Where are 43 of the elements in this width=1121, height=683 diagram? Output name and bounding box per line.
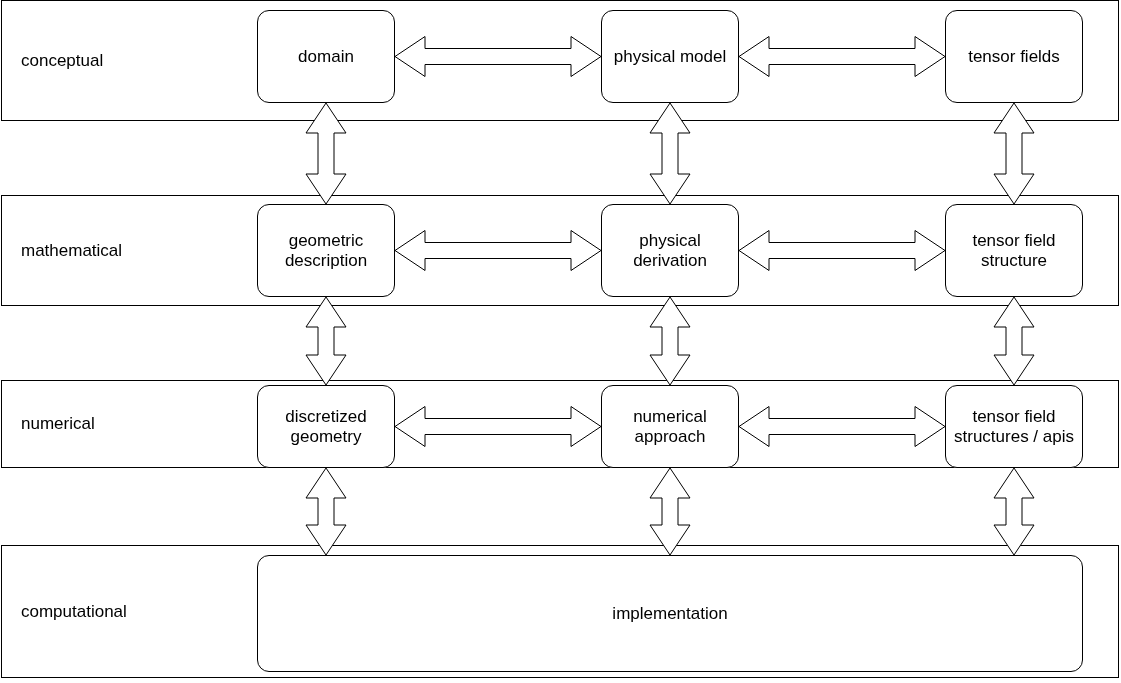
process-box: [257, 555, 1083, 672]
box-label: geometric description: [283, 230, 369, 271]
box-label: implementation: [612, 603, 728, 624]
box-label: tensor field structure: [971, 230, 1057, 271]
double-arrow: [394, 230, 602, 271]
process-box: [945, 385, 1083, 468]
process-box: [257, 10, 395, 103]
layer-label: computational: [21, 601, 127, 622]
double-arrow: [649, 296, 691, 386]
double-arrow: [394, 406, 602, 447]
layer-band: [1, 380, 1119, 468]
double-arrow: [649, 467, 691, 556]
process-box: [257, 204, 395, 297]
process-box: [601, 10, 739, 103]
double-arrow: [305, 296, 347, 386]
process-box: [257, 385, 395, 468]
layer-label: numerical: [21, 414, 95, 434]
layer-band: [1, 195, 1119, 306]
layer-label: mathematical: [21, 240, 123, 261]
box-label: physical model: [613, 46, 727, 67]
process-box: [601, 204, 739, 297]
double-arrow: [394, 36, 602, 77]
double-arrow: [993, 296, 1035, 386]
layer-band: [1, 545, 1119, 678]
box-label: tensor field structures / apis: [953, 406, 1075, 447]
box-label: tensor fields: [968, 46, 1060, 67]
process-box: [601, 385, 739, 468]
layer-band: [1, 0, 1119, 121]
box-label: physical derivation: [632, 230, 708, 271]
double-arrow: [738, 230, 946, 271]
double-arrow: [993, 467, 1035, 556]
double-arrow: [993, 102, 1035, 205]
double-arrow: [738, 406, 946, 447]
box-label: domain: [298, 46, 354, 67]
process-box: [945, 204, 1083, 297]
double-arrow: [738, 36, 946, 77]
double-arrow: [305, 467, 347, 556]
layer-label: conceptual: [21, 50, 104, 71]
box-label: numerical approach: [632, 406, 708, 447]
double-arrow: [305, 102, 347, 205]
process-box: [945, 10, 1083, 103]
box-label: discretized geometry: [284, 406, 368, 447]
double-arrow: [649, 102, 691, 205]
